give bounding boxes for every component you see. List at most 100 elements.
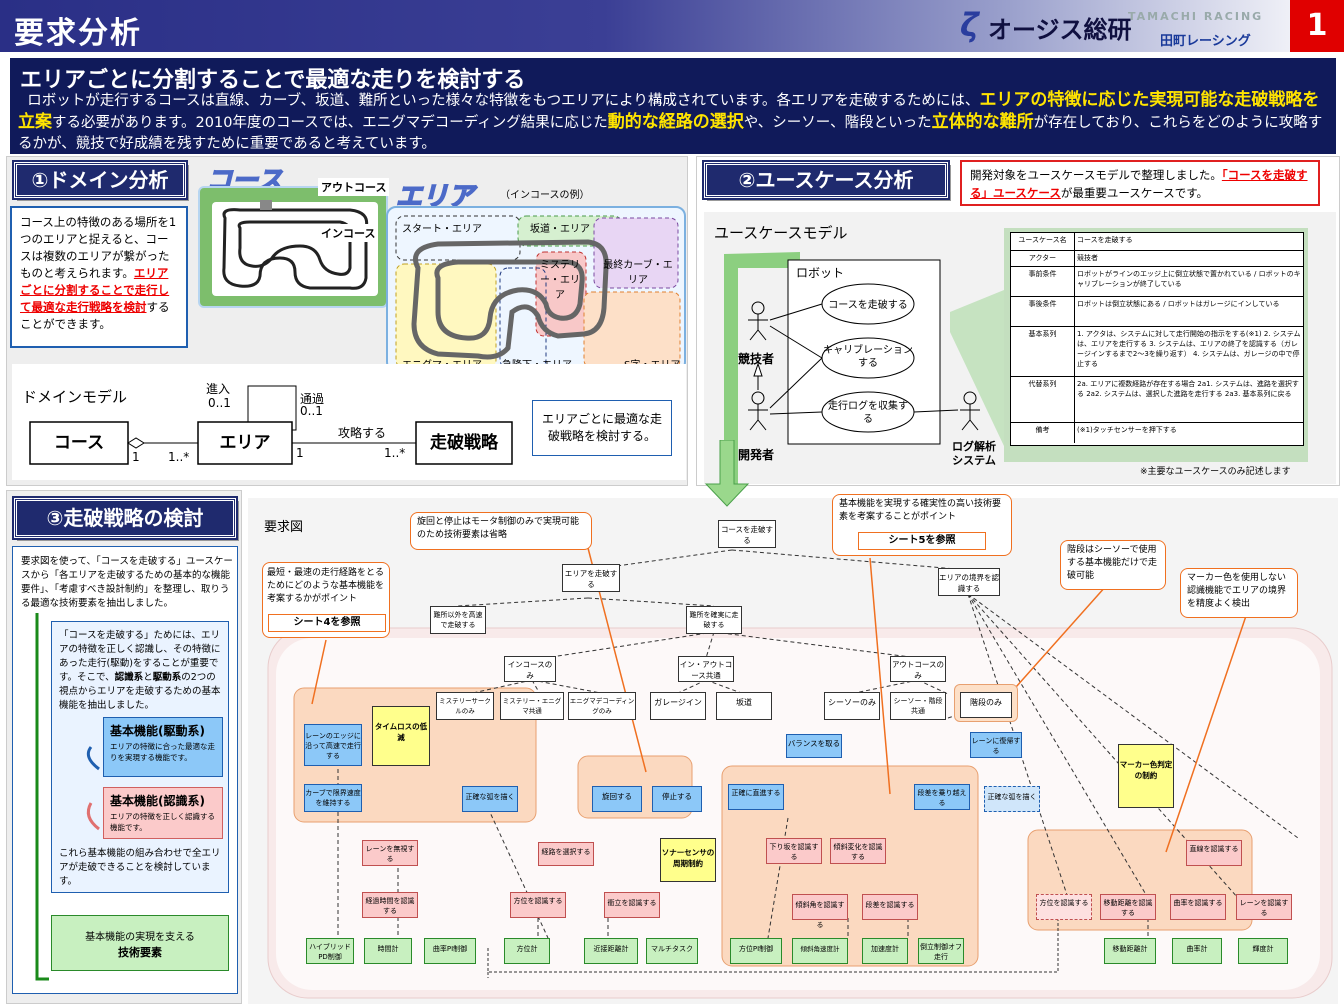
recog-direction: 方位を認識する xyxy=(510,892,566,918)
area-start: スタート・エリア xyxy=(402,224,482,235)
recog-partition: 衝立を認識する xyxy=(604,892,660,918)
drive-arc: 正確な弧を描く xyxy=(462,786,518,812)
tech-title-2: 技術要素 xyxy=(118,946,162,959)
req-sure-hard: 難所を確実に走破する xyxy=(686,606,742,634)
req-garage: ガレージイン xyxy=(650,692,706,720)
actor-developer: 開発者 xyxy=(738,448,775,462)
model-enter: 進入 xyxy=(206,382,231,396)
domain-model-diagram xyxy=(29,385,513,465)
tech-gyro: 傾斜角速度計 xyxy=(792,938,848,964)
req-run-course: コースを走破する xyxy=(718,520,776,548)
table-row: ユースケース名コースを走破する xyxy=(1011,233,1303,251)
intro-text-2: する必要があります。2010年度のコースでは、エニグマデコーディング結果に応じた xyxy=(52,115,608,131)
table-key: 備考 xyxy=(1011,423,1075,443)
drive-desc: エリアの特徴に合った最適な走りを実現する機能です。 xyxy=(110,742,215,762)
recog-lane: レーンを認識する xyxy=(1236,894,1292,920)
usecase-note: 開発対象をユースケースモデルで整理しました。「コースを走破する」ユースケースが最… xyxy=(960,160,1320,206)
table-row: 事後条件ロボットは倒立状態にある / ロボットはガレージにインしている xyxy=(1011,297,1303,327)
strategy-description-box: 要求図を使って、「コースを走破する」ユースケースから「各エリアを走破するための基… xyxy=(12,546,238,994)
tech-balance-off: 倒立制御オフ走行 xyxy=(918,938,964,964)
req-in-only: インコースのみ xyxy=(504,656,556,682)
area-map: スタート・エリア 坂道・エリア ミステリー・エリア 最終カーブ・エリア エニグマ… xyxy=(386,206,686,372)
req-area-boundary: エリアの境界を認識する xyxy=(938,568,1000,596)
tech-accelerometer: 加速度計 xyxy=(862,938,908,964)
table-key: ユースケース名 xyxy=(1011,233,1075,250)
strategy-inner-text: 「コースを走破する」ためには、エリアの特徴を正しく認識し、その特徴にあった走行(… xyxy=(59,629,223,713)
tech-multitask: マルチタスク xyxy=(646,938,698,964)
inner-e: の2つの視点からエリアを走破するための基本機能を抽出しました。 xyxy=(59,672,221,711)
table-row: アクター競技者 xyxy=(1011,251,1303,267)
ref-sheet-4-button[interactable]: シート4を参照 xyxy=(268,614,386,632)
tech-compass: 方位計 xyxy=(504,938,550,964)
req-in-out: イン・アウトコース共通 xyxy=(678,656,734,682)
recog-desc: エリアの特徴を正しく認識する機能です。 xyxy=(110,812,215,832)
constraint-marker: マーカー色判定の制約 xyxy=(1118,744,1174,808)
req-slope: 坂道 xyxy=(716,692,772,720)
inner-d: 駆動系 xyxy=(152,672,182,683)
req-out-only: アウトコースのみ xyxy=(890,656,946,682)
page-number: 1 xyxy=(1290,0,1344,52)
model-strategy: 走破戦略 xyxy=(430,433,498,453)
recog-tilt-change: 傾斜変化を認識する xyxy=(830,838,886,864)
drive-title: 基本機能(駆動系) xyxy=(110,724,205,738)
table-key: アクター xyxy=(1011,251,1075,266)
area-final-curve: 最終カーブ・エリア xyxy=(603,260,673,286)
model-mult-2: 1 xyxy=(296,446,304,460)
table-value: 1. アクタは、システムに対して走行開始の指示をする(※1) 2. システムは、… xyxy=(1077,330,1301,368)
intro-highlight-3: 立体的な難所 xyxy=(931,112,1034,132)
flow-arrow-icon xyxy=(704,440,750,507)
model-course: コース xyxy=(53,433,105,453)
usecase-table-note: ※主要なユースケースのみ記述します xyxy=(1140,467,1291,477)
recog-distance: 移動距離を認識する xyxy=(1100,894,1156,920)
actor-log-system: ログ解析システム xyxy=(952,440,996,467)
drive-balance: バランスを取る xyxy=(786,734,842,758)
intro-text-1: ロボットが走行するコースは直線、カーブ、坂道、難所といった様々な特徴をもつエリア… xyxy=(27,93,980,109)
callout-text: 最短・最速の走行経路をとるためにどのような基本機能を考案するかがポイント xyxy=(267,568,385,604)
table-key: 事後条件 xyxy=(1011,297,1075,326)
table-value: 競技者 xyxy=(1077,254,1098,262)
inner-b: 認識系 xyxy=(114,672,144,683)
ref-sheet-5-button[interactable]: シート5を参照 xyxy=(858,532,986,550)
callout-stairs: 階段はシーソーで使用する基本機能だけで走破可能 xyxy=(1060,540,1166,590)
drive-turn: 旋回する xyxy=(592,786,642,812)
domain-model-title: ドメインモデル xyxy=(22,388,128,406)
usecase-section-title: ②ユースケース分析 xyxy=(702,160,950,200)
table-value: (※1)タッチセンサーを押下する xyxy=(1077,426,1177,434)
model-enter-mult: 0..1 xyxy=(208,396,231,410)
domain-desc-plain: コース上の特徴のある場所を1つのエリアと捉えると、コースは複数のエリアが繋がった… xyxy=(20,215,177,280)
table-row: 備考(※1)タッチセンサーを押下する xyxy=(1011,423,1303,443)
area-mystery: ミステリー・エリア xyxy=(540,260,580,301)
drive-function-box: 基本機能(駆動系) エリアの特徴に合った最適な走りを実現する機能です。 xyxy=(103,717,223,777)
in-course-label: インコース xyxy=(318,224,379,242)
drive-edge-fast: レーンのエッジに沿って高速で走行する xyxy=(304,724,362,766)
usecase-note-red: 「コースを走破する」ユースケース xyxy=(970,168,1308,200)
model-area: エリア xyxy=(219,433,271,453)
constraint-sonar: ソナーセンサの周期制約 xyxy=(660,838,716,882)
intro-highlight-1: エリアの特徴に応じた実現可能な走破戦略を立案 xyxy=(18,90,1320,132)
tech-hybrid-pd: ハイブリッドPD制御 xyxy=(306,938,354,964)
table-row: 事前条件ロボットがラインのエッジ上に倒立状態で置かれている / ロボットのキャリ… xyxy=(1011,267,1303,297)
course-map-icon xyxy=(212,200,378,296)
table-value: ロボットは倒立状態にある / ロボットはガレージにインしている xyxy=(1077,300,1280,308)
header-bar xyxy=(0,0,1344,52)
out-course-label: アウトコース xyxy=(318,178,390,196)
domain-model: ドメインモデル コース エリア 走破戦略 進入 0..1 通過 0..1 攻略す… xyxy=(12,364,686,480)
strategy-arrows xyxy=(35,613,100,981)
intro-text-3: や、シーソー、階段といった xyxy=(743,115,932,131)
course-photo xyxy=(198,186,388,308)
table-key: 基本系列 xyxy=(1011,327,1075,376)
callout-marker: マーカー色を使用しない認識機能でエリアの境界を精度よく検出 xyxy=(1180,568,1298,618)
requirement-diagram-label: 要求図 xyxy=(264,520,304,535)
recog-title: 基本機能(認識系) xyxy=(110,794,205,808)
recog-route: 経路を選択する xyxy=(538,842,594,866)
logo-racing: TAMACHI RACING xyxy=(1128,10,1264,23)
intro-body: ロボットが走行するコースは直線、カーブ、坂道、難所といった様々な特徴をもつエリア… xyxy=(18,90,1328,155)
area-map-graphic xyxy=(395,215,681,369)
tech-title: 基本機能の実現を支える xyxy=(85,932,195,943)
table-value: コースを走破する xyxy=(1077,236,1133,244)
req-run-area: エリアを走破する xyxy=(562,564,620,592)
recog-direction-2: 方位を認識する xyxy=(1036,894,1092,920)
recog-downhill: 下り坂を認識する xyxy=(766,838,822,864)
page-title: 要求分析 xyxy=(14,16,142,51)
